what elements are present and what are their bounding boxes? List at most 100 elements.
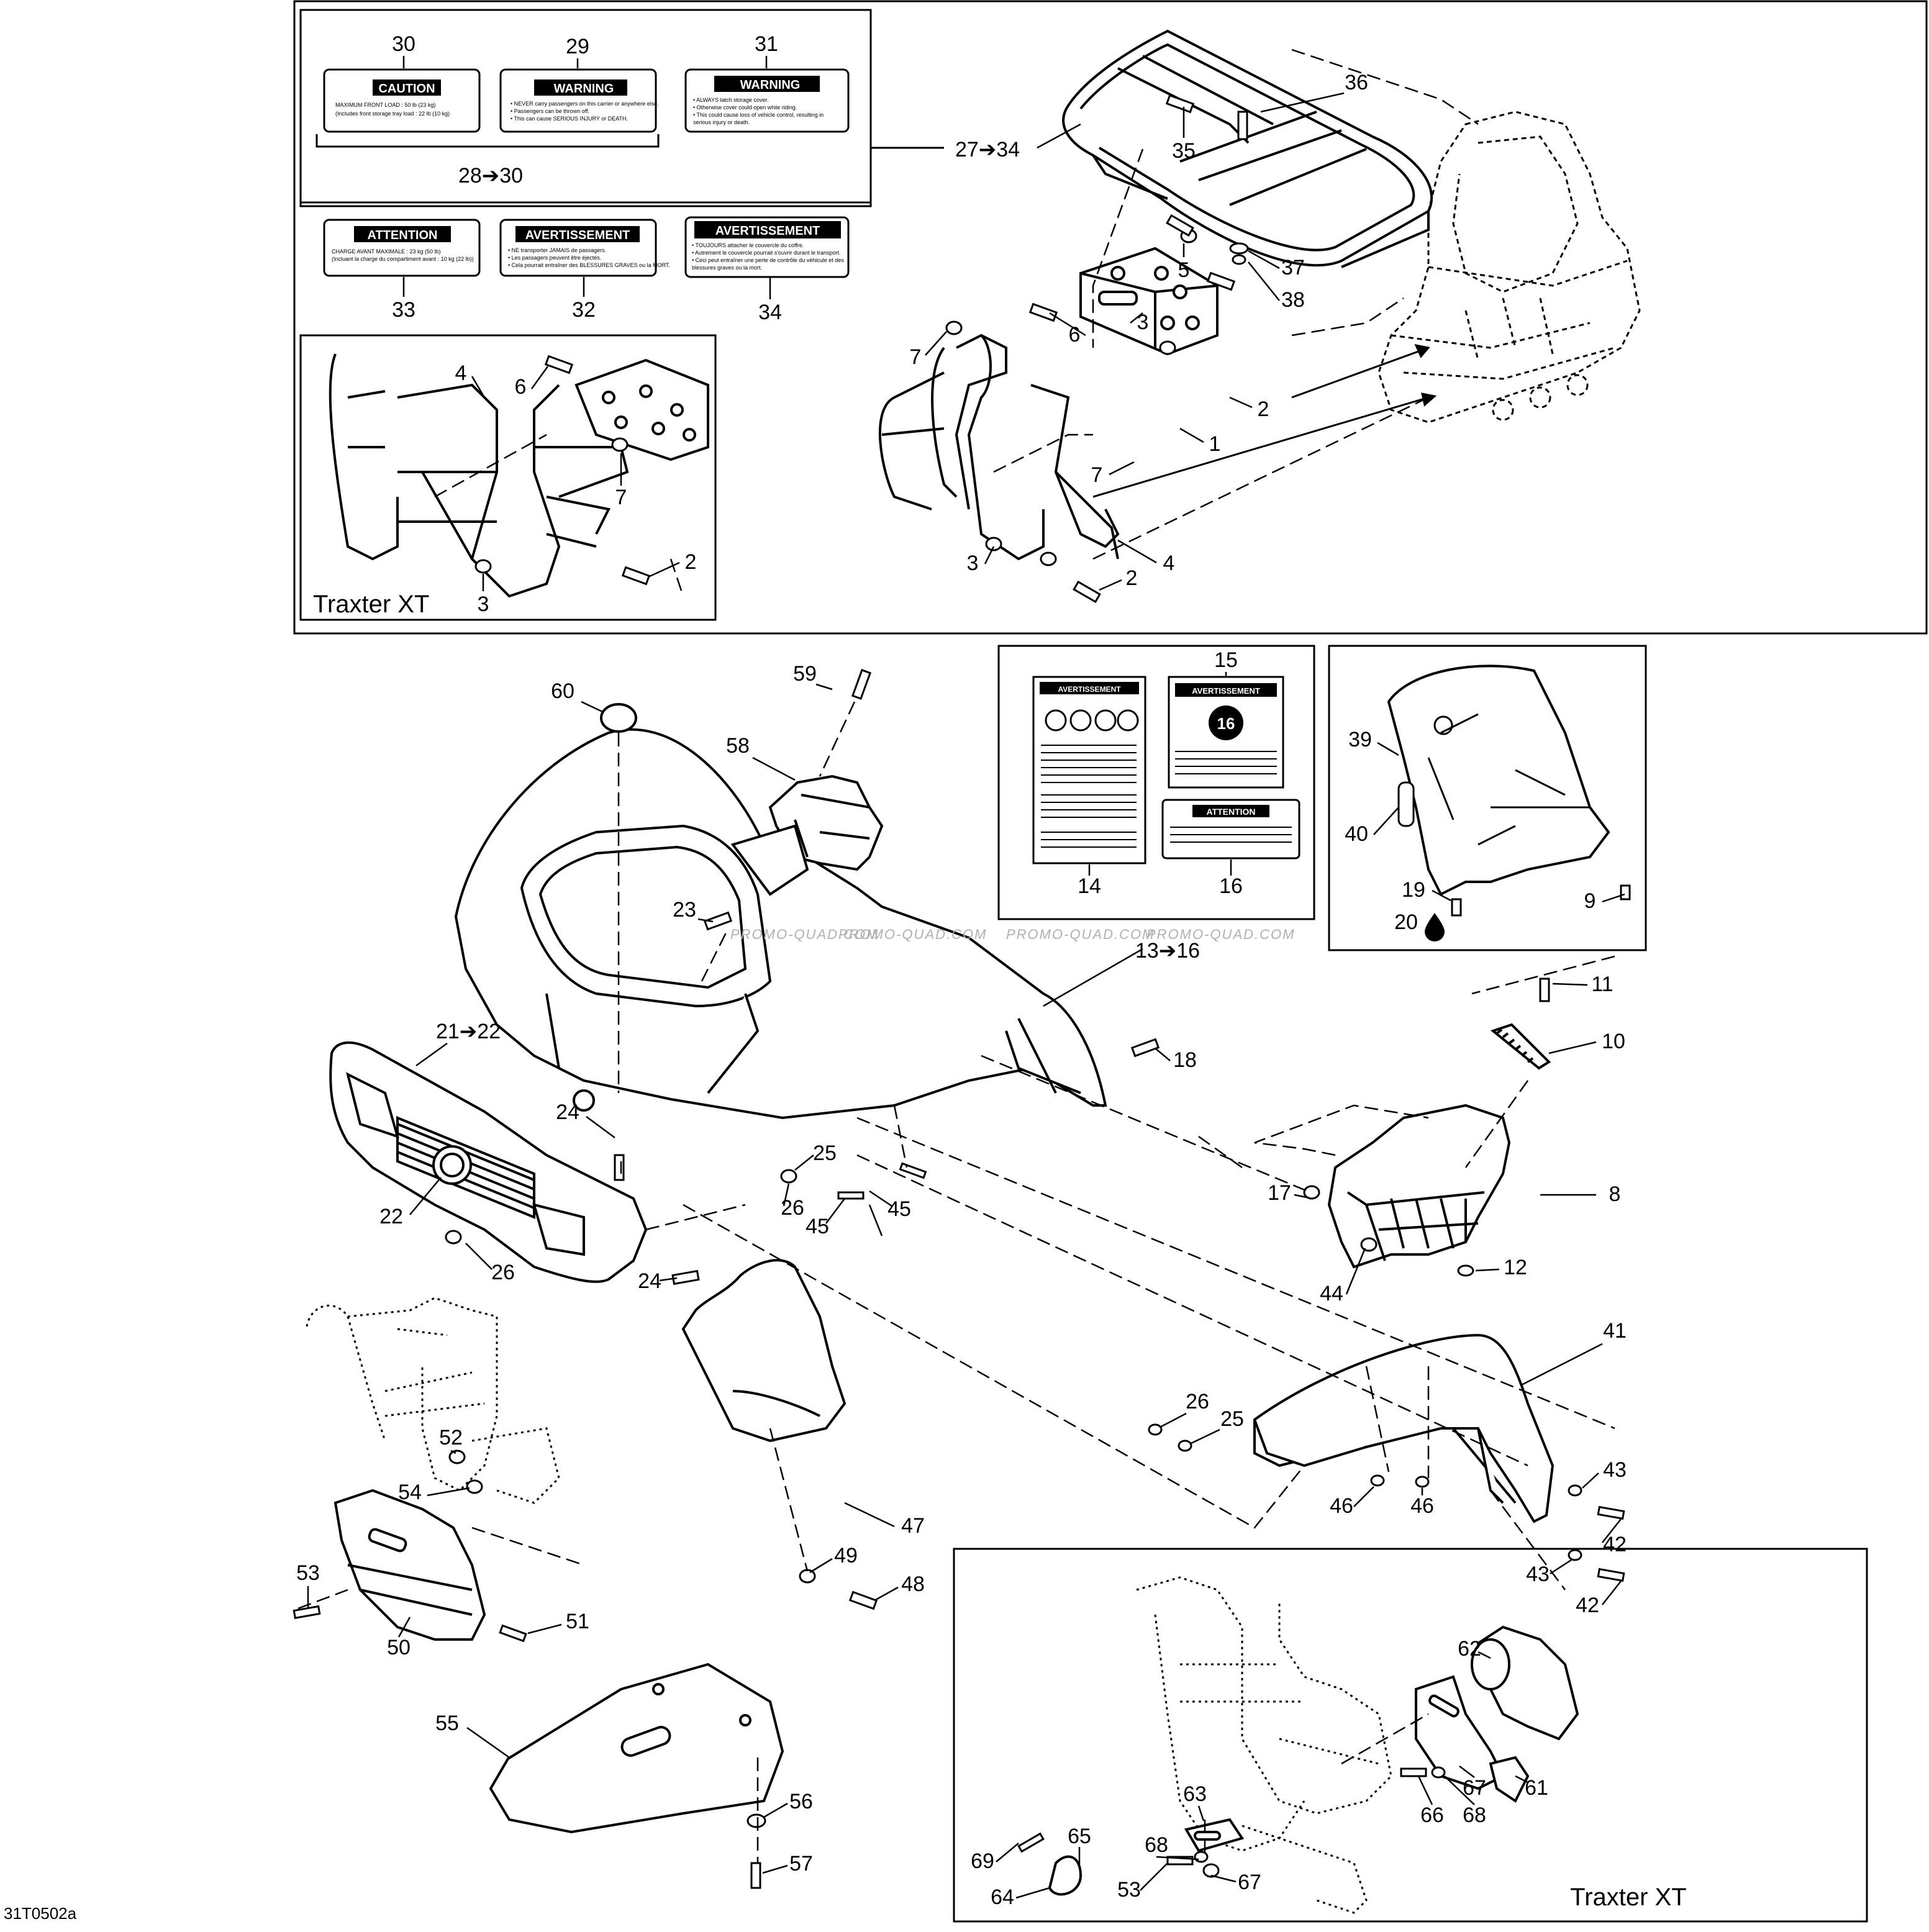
decal-34-title: AVERTISSEMENT bbox=[715, 224, 820, 238]
callout-45-right: 45 bbox=[887, 1197, 911, 1221]
callout-37: 37 bbox=[1281, 256, 1305, 279]
callout-48: 48 bbox=[901, 1572, 925, 1596]
part-22-emblem bbox=[432, 1145, 472, 1185]
callout-36: 36 bbox=[1345, 71, 1368, 94]
decal-30-line-2: (Includes front storage tray load : 22 l… bbox=[335, 111, 450, 117]
decal-34-line-4: blessures graves ou la mort. bbox=[692, 265, 762, 271]
xt-bumper bbox=[329, 353, 629, 598]
callout-67-lower: 67 bbox=[1238, 1871, 1261, 1894]
watermark-1: PROMO-QUAD.COM bbox=[730, 927, 879, 942]
front-fender bbox=[454, 728, 1107, 1120]
decal-33: ATTENTION CHARGE AVANT MAXIMALE : 23 kg … bbox=[323, 219, 481, 277]
callout-58: 58 bbox=[726, 734, 750, 758]
front-grille bbox=[329, 1041, 648, 1283]
callout-41: 41 bbox=[1603, 1319, 1627, 1343]
decal-29-line-1: • NEVER carry passengers on this carrier… bbox=[511, 101, 659, 107]
decal-32: AVERTISSEMENT • NE transporter JAMAIS de… bbox=[499, 219, 670, 277]
skid-plate-55 bbox=[489, 1662, 784, 1834]
decal-33-line-1: CHARGE AVANT MAXIMALE : 23 kg (50 lb) bbox=[332, 248, 441, 255]
decals-english: CAUTION MAXIMUM FRONT LOAD : 50 lb (23 k… bbox=[315, 68, 944, 149]
watermark-4: PROMO-QUAD.COM bbox=[1146, 927, 1295, 942]
callout-32: 32 bbox=[572, 298, 596, 322]
callout-8: 8 bbox=[1609, 1182, 1621, 1206]
decal-29-line-2: • Passengers can be thrown off. bbox=[511, 108, 589, 114]
callout-9: 9 bbox=[1584, 889, 1596, 913]
fasteners-top bbox=[474, 94, 1249, 604]
fluid-drop-icon bbox=[1425, 913, 1445, 941]
leaders-lower bbox=[307, 672, 1625, 1899]
top-section bbox=[293, 0, 1928, 635]
callout-61: 61 bbox=[1525, 1776, 1548, 1800]
callout-30: 30 bbox=[392, 32, 415, 56]
callout-7-mid: 7 bbox=[1091, 463, 1103, 487]
callout-43-lower: 43 bbox=[1526, 1562, 1550, 1586]
decals-french: ATTENTION CHARGE AVANT MAXIMALE : 23 kg … bbox=[323, 216, 850, 278]
decal-34: AVERTISSEMENT • TOUJOURS attacher le cou… bbox=[684, 216, 850, 278]
decal-34-line-3: • Ceci peut entraîner une perte de contr… bbox=[692, 257, 844, 263]
callout-67-upper: 67 bbox=[1463, 1776, 1486, 1800]
decal-34-line-1: • TOUJOURS attacher le couvercle du coff… bbox=[692, 242, 804, 248]
callout-51: 51 bbox=[566, 1610, 589, 1633]
callout-26-lower: 26 bbox=[1186, 1390, 1209, 1413]
callout-7-top: 7 bbox=[910, 345, 922, 369]
decal-34-line-2: • Autrement le couvercle pourrait s'ouvr… bbox=[692, 250, 840, 256]
decal-29: WARNING • NEVER carry passengers on this… bbox=[499, 68, 659, 133]
callout-57: 57 bbox=[789, 1852, 813, 1875]
decal-32-title: AVERTISSEMENT bbox=[525, 229, 630, 242]
callout-22: 22 bbox=[379, 1205, 403, 1228]
decal-30-title: CAUTION bbox=[378, 82, 435, 96]
callout-35: 35 bbox=[1172, 139, 1196, 163]
lower-bumper-dotted bbox=[306, 1297, 560, 1504]
decal-33-line-2: (Incluant la charge du compartiment avan… bbox=[332, 256, 474, 262]
callout-33: 33 bbox=[392, 298, 415, 322]
callout-62: 62 bbox=[1458, 1637, 1481, 1661]
footrest-8 bbox=[1327, 1104, 1511, 1269]
callouts-top: 30 29 31 28➔30 33 32 34 27➔34 36 35 5 37… bbox=[313, 32, 1368, 618]
leaders-top bbox=[402, 56, 1345, 591]
callout-24-upper: 24 bbox=[556, 1100, 579, 1124]
side-panel-box bbox=[1328, 645, 1647, 951]
callout-2-inset: 2 bbox=[685, 550, 697, 574]
callout-31: 31 bbox=[755, 32, 778, 56]
callout-23: 23 bbox=[673, 898, 696, 922]
assembly-lines-mid bbox=[297, 701, 1615, 1863]
decal-panel-frame bbox=[299, 9, 872, 207]
callout-14: 14 bbox=[1078, 874, 1101, 898]
callout-54: 54 bbox=[398, 1481, 422, 1504]
callout-3-inset: 3 bbox=[478, 592, 489, 616]
callout-68-upper: 68 bbox=[1463, 1803, 1486, 1827]
decal-32-line-3: • Cela pourrait entraîner des BLESSURES … bbox=[508, 262, 670, 268]
callout-38: 38 bbox=[1281, 288, 1305, 312]
callout-6-top: 6 bbox=[1069, 323, 1081, 347]
part-10 bbox=[1490, 1023, 1551, 1070]
watermark-3: PROMO-QUAD.COM bbox=[1006, 927, 1155, 942]
callout-2-mid: 2 bbox=[1126, 566, 1138, 590]
xt-winch-inset-label: Traxter XT bbox=[1570, 1884, 1686, 1911]
decal-31-line-2: • Otherwise cover could open while ridin… bbox=[693, 104, 797, 111]
front-bumper bbox=[878, 333, 1120, 561]
callout-34: 34 bbox=[758, 301, 782, 324]
callout-4-inset: 4 bbox=[455, 361, 467, 385]
callout-5: 5 bbox=[1178, 258, 1190, 282]
xt-winch-plate bbox=[574, 358, 709, 461]
decal-31-line-3: • This could cause loss of vehicle contr… bbox=[693, 112, 824, 118]
callout-16-decal: 16 bbox=[1219, 874, 1243, 898]
callout-25-upper: 25 bbox=[813, 1141, 837, 1165]
front-rack bbox=[1062, 29, 1433, 268]
decal-32-line-1: • NE transporter JAMAIS de passagers. bbox=[508, 247, 606, 253]
callout-3-top: 3 bbox=[1137, 311, 1149, 334]
callout-29: 29 bbox=[566, 35, 589, 58]
callout-43-upper: 43 bbox=[1603, 1458, 1627, 1482]
winch-plate-1 bbox=[1079, 247, 1219, 356]
watermark-2: PROMO-QUAD.COM bbox=[838, 927, 987, 942]
decal-31-line-4: serious injury or death. bbox=[693, 119, 750, 125]
rear-fender-41 bbox=[1253, 1333, 1555, 1523]
callout-59: 59 bbox=[793, 662, 817, 686]
callout-2-top: 2 bbox=[1258, 397, 1269, 421]
decal-15-badge: 16 bbox=[1217, 714, 1235, 733]
callout-3-mid: 3 bbox=[967, 551, 979, 575]
callout-60: 60 bbox=[551, 679, 574, 703]
callout-44: 44 bbox=[1320, 1282, 1343, 1305]
decal-14-title: AVERTISSEMENT bbox=[1058, 685, 1121, 694]
callout-21-22: 21➔22 bbox=[436, 1020, 501, 1043]
